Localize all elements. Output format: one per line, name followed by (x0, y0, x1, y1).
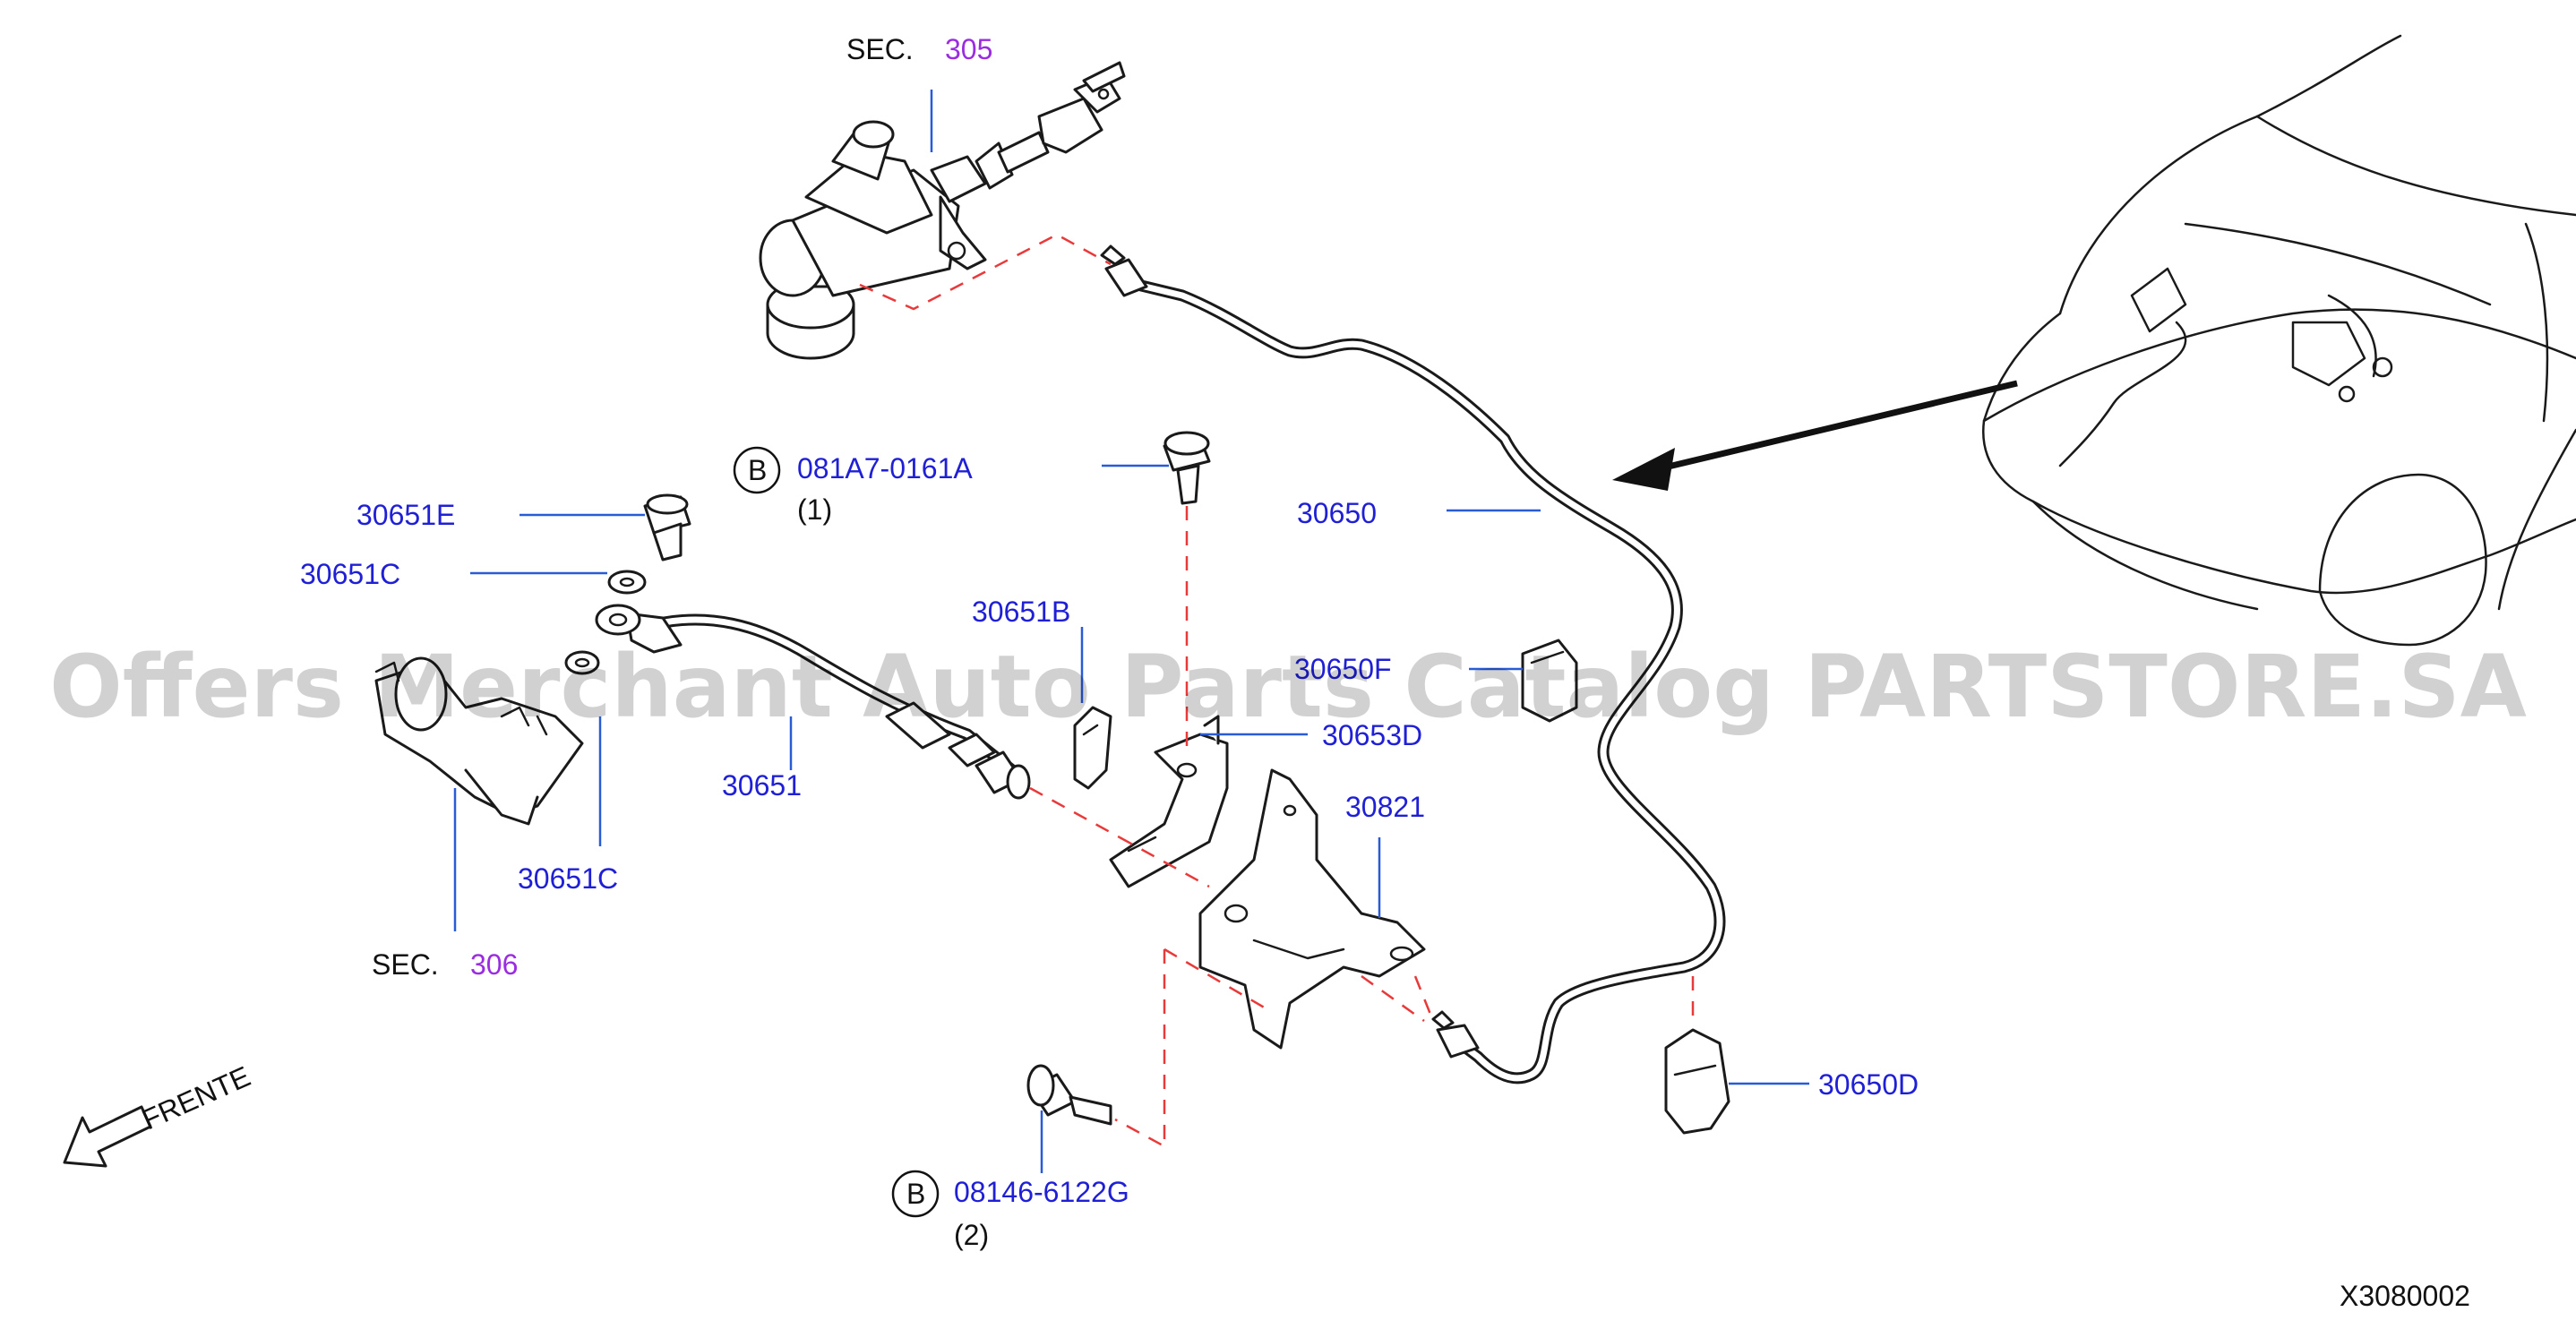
bracket-30821 (1198, 768, 1426, 1050)
clutch-operating-cylinder (374, 656, 584, 826)
diagram-code: X3080002 (2340, 1280, 2470, 1312)
circled-letter-icon (733, 446, 781, 494)
grommet-30650F (1521, 639, 1578, 723)
frente-label: FRENTE (137, 1059, 255, 1136)
bolt-top-part-number[interactable]: 081A7-0161A (797, 452, 973, 484)
dashed-guides (859, 233, 1695, 1149)
watermark-text: Offers Merchant Auto Parts Catalog PARTS… (49, 637, 2527, 737)
part-30653D[interactable]: 30653D (1322, 719, 1422, 751)
clutch-hose-30651 (595, 604, 1031, 800)
clip-30650D (1664, 1028, 1730, 1135)
part-30650D[interactable]: 30650D (1818, 1068, 1919, 1101)
part-30651B[interactable]: 30651B (972, 596, 1070, 628)
bolt-bottom-ref-letter: B (906, 1178, 925, 1210)
part-30651E[interactable]: 30651E (356, 499, 455, 531)
bolt-bottom-part-number[interactable]: 08146-6122G (954, 1176, 1129, 1208)
bolt-08146-6122G (1026, 1064, 1112, 1126)
clutch-master-cylinder (759, 61, 1126, 360)
washer-30651C-bottom (564, 650, 600, 675)
part-30651C-bottom[interactable]: 30651C (518, 862, 618, 895)
sec-305-number[interactable]: 305 (945, 33, 992, 65)
part-30651C-top[interactable]: 30651C (300, 558, 400, 590)
callout-labels: SEC. 305 B 081A7-0161A (1) 30651E 30651C… (137, 33, 2470, 1312)
part-30650[interactable]: 30650 (1297, 497, 1377, 529)
arrow-down-left-icon (63, 1105, 152, 1168)
location-pointer-arrow (1612, 380, 2018, 491)
banjo-bolt-30651E (643, 493, 691, 562)
car-illustration (1982, 34, 2576, 647)
clip-30651B (1073, 706, 1112, 790)
bolt-081A7-0161A (1163, 431, 1211, 505)
part-30650F[interactable]: 30650F (1294, 653, 1392, 685)
bracket-30653D (1109, 715, 1229, 888)
sec-306-number[interactable]: 306 (470, 948, 518, 981)
bolt-top-ref-letter: B (748, 454, 767, 486)
bolt-top-quantity: (1) (797, 493, 832, 526)
leader-lines (453, 90, 1809, 1173)
washer-30651C-top (607, 570, 647, 595)
bolt-bottom-quantity: (2) (954, 1219, 989, 1251)
part-30821[interactable]: 30821 (1345, 791, 1425, 823)
sec-306-prefix: SEC. (372, 948, 439, 981)
sec-305-prefix: SEC. (846, 33, 914, 65)
part-30651[interactable]: 30651 (722, 769, 802, 802)
clutch-pipe-30650 (1100, 244, 1726, 1085)
circled-letter-icon (891, 1170, 940, 1218)
